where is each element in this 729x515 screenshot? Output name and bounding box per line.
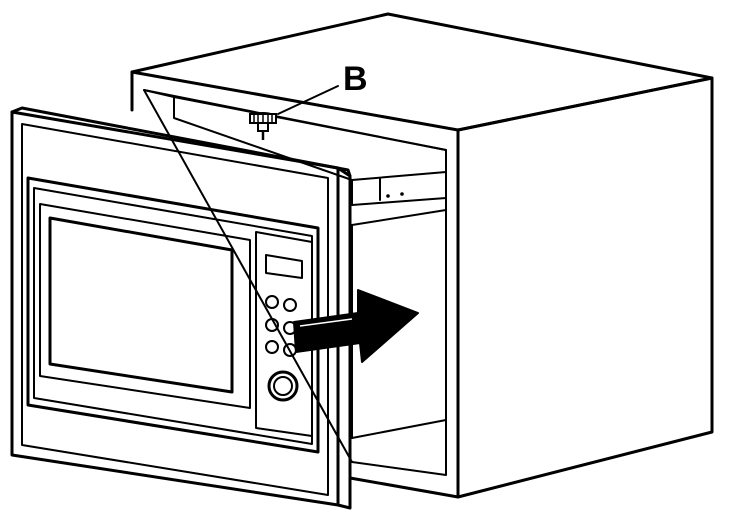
inner-shelf-bottom xyxy=(351,419,447,439)
support-bracket xyxy=(351,171,447,206)
control-panel xyxy=(255,231,313,437)
cabinet-front-edge xyxy=(348,128,460,499)
cabinet-top xyxy=(130,12,714,132)
insert-direction-arrow-icon xyxy=(293,289,419,363)
bracket-hole xyxy=(400,192,404,196)
control-button xyxy=(265,340,279,354)
control-display xyxy=(265,254,303,279)
control-button xyxy=(283,298,297,312)
callout-label-b: B xyxy=(343,60,368,98)
door-frame xyxy=(39,203,251,409)
trim-frame-side xyxy=(336,166,352,510)
microwave xyxy=(10,106,352,510)
trim-frame-inner xyxy=(21,123,329,496)
trim-frame-top-depth xyxy=(10,106,352,178)
screw-icon xyxy=(249,112,277,140)
bracket-hole xyxy=(386,194,390,198)
cabinet xyxy=(130,12,714,499)
door-window xyxy=(48,216,234,394)
control-knob xyxy=(267,370,299,402)
appliance-face-inner xyxy=(33,187,313,445)
control-button xyxy=(265,318,279,332)
callout-leader-line xyxy=(277,85,339,115)
appliance-face xyxy=(26,176,320,454)
cabinet-opening xyxy=(143,89,447,476)
control-knob-inner xyxy=(273,376,293,396)
inner-shelf-top xyxy=(351,209,447,226)
control-button xyxy=(265,295,279,309)
cabinet-side xyxy=(456,76,714,499)
